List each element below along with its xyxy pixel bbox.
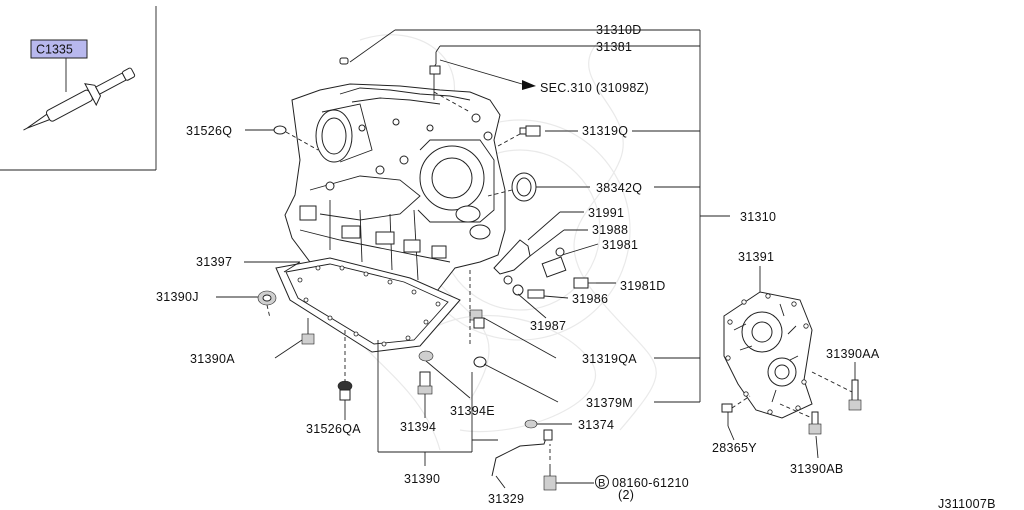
drain-plug-icon: [337, 380, 353, 401]
label-31394E[interactable]: 31394E: [450, 404, 495, 418]
tool-inset: C1335: [0, 6, 157, 171]
label-31986[interactable]: 31986: [572, 292, 608, 306]
label-31390AB[interactable]: 31390AB: [790, 462, 844, 476]
label-31310D[interactable]: 31310D: [596, 23, 642, 37]
label-28365Y[interactable]: 28365Y: [712, 441, 757, 455]
label-31526Q[interactable]: 31526Q: [186, 124, 232, 138]
label-31397[interactable]: 31397: [196, 255, 232, 269]
label-31374[interactable]: 31374: [578, 418, 614, 432]
label-31991[interactable]: 31991: [588, 206, 624, 220]
oil-seal-icon: [511, 172, 537, 202]
oil-pan: [275, 257, 461, 353]
clip-icon: [503, 275, 545, 299]
o-ring-icon: [273, 125, 287, 135]
bracket-icon: [493, 239, 531, 275]
bracket-clip-icon: [721, 403, 733, 426]
cover-bolt-2-icon: [808, 411, 822, 435]
label-31310[interactable]: 31310: [740, 210, 776, 224]
dowel-pin-icon: [339, 57, 349, 65]
label-31526QA[interactable]: 31526QA: [306, 422, 361, 436]
label-31329[interactable]: 31329: [488, 492, 524, 506]
gasket-washer-icon: [418, 350, 434, 362]
label-31987[interactable]: 31987: [530, 319, 566, 333]
tool-code-label: C1335: [36, 43, 73, 57]
cover-bolt-icon: [848, 379, 862, 411]
transmission-case: [284, 83, 506, 313]
part-labels: 31310D 31381 SEC.310 (31098Z) 31526Q 313…: [156, 23, 996, 510]
label-31390AA[interactable]: 31390AA: [826, 347, 880, 361]
label-sec-310[interactable]: SEC.310 (31098Z): [540, 81, 649, 95]
label-31381[interactable]: 31381: [596, 40, 632, 54]
bolt-symbol-letter: B: [598, 478, 605, 490]
transmission-cover: [723, 291, 813, 419]
label-31981D[interactable]: 31981D: [620, 279, 666, 293]
washer-icon: [257, 290, 277, 306]
bolt-symbol-icon: [595, 475, 609, 489]
hex-bolt-icon: [543, 464, 557, 491]
plug-icon: [519, 125, 541, 137]
label-08160-61210[interactable]: 08160-61210: [612, 476, 689, 490]
vent-hose-icon: [429, 52, 441, 100]
label-31391[interactable]: 31391: [738, 250, 774, 264]
breather-icon: [469, 309, 485, 329]
label-31394[interactable]: 31394: [400, 420, 436, 434]
pan-bolt-icon: [301, 318, 315, 345]
label-31319Q[interactable]: 31319Q: [582, 124, 628, 138]
label-31319QA[interactable]: 31319QA: [582, 352, 637, 366]
label-31390J[interactable]: 31390J: [156, 290, 199, 304]
label-31988[interactable]: 31988: [592, 223, 628, 237]
bolt-icon: [573, 277, 596, 289]
leader-lines: [216, 29, 856, 489]
tool-code-box[interactable]: [30, 39, 88, 59]
mount-bolt-icon: [417, 371, 433, 395]
label-08160-qty: (2): [618, 488, 634, 502]
clamp-icon: [473, 356, 487, 368]
label-38342Q[interactable]: 38342Q: [596, 181, 642, 195]
oil-pipe-icon: [491, 431, 549, 477]
label-31379M[interactable]: 31379M: [586, 396, 633, 410]
sensor-icon: [541, 247, 567, 278]
ring-icon: [524, 419, 538, 429]
label-31981[interactable]: 31981: [602, 238, 638, 252]
sealant-tube-icon: [23, 67, 136, 131]
label-31390[interactable]: 31390: [404, 472, 440, 486]
drawing-id: J311007B: [938, 497, 996, 510]
label-31390A[interactable]: 31390A: [190, 352, 235, 366]
